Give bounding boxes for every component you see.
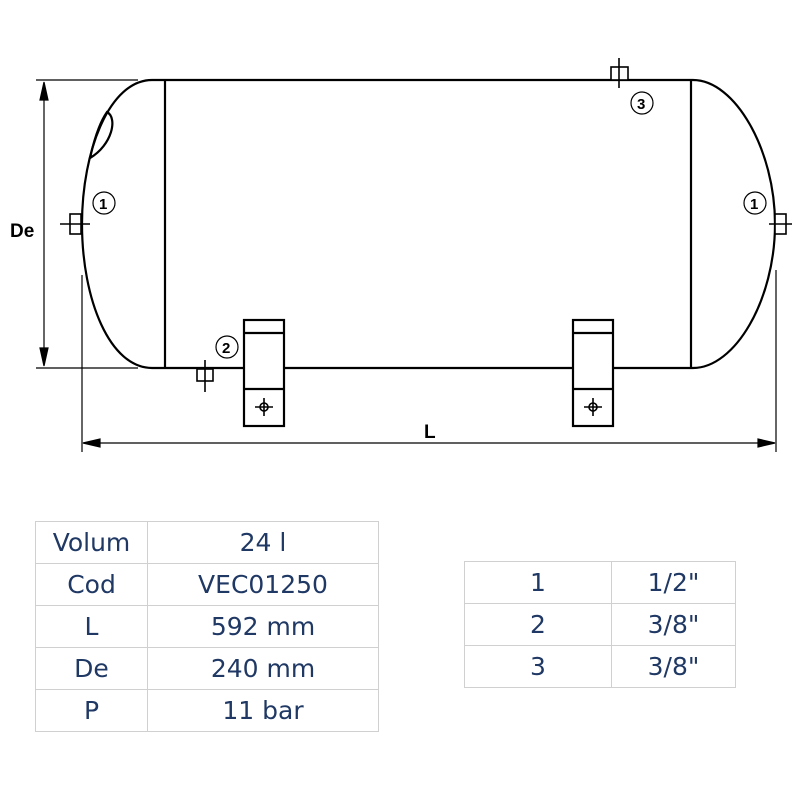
svg-text:3: 3: [637, 96, 645, 113]
spec-value: 240 mm: [147, 647, 379, 690]
table-row: 1 1/2": [464, 561, 736, 604]
diameter-dimension: [36, 79, 138, 369]
connection-id: 2: [464, 603, 612, 646]
support-left: [242, 318, 286, 428]
connection-3: [610, 58, 629, 88]
support-right: [571, 318, 615, 428]
spec-value: 24 l: [147, 521, 379, 564]
svg-text:1: 1: [750, 196, 758, 213]
spec-value: 11 bar: [147, 689, 379, 732]
tank-outline: [80, 78, 777, 370]
spec-value: 592 mm: [147, 605, 379, 648]
connection-id: 1: [464, 561, 612, 604]
connections-table: 1 1/2" 2 3/8" 3 3/8": [464, 561, 736, 688]
connection-id: 3: [464, 645, 612, 688]
svg-text:1: 1: [99, 196, 107, 213]
svg-text:2: 2: [222, 340, 230, 357]
table-row: P 11 bar: [35, 689, 379, 732]
connection-2: [196, 360, 214, 392]
spec-label: P: [35, 689, 148, 732]
connection-1-right: [769, 213, 792, 235]
table-row: Cod VEC01250: [35, 563, 379, 606]
diameter-label: De: [10, 221, 34, 242]
callout-3: 3: [630, 91, 654, 115]
table-row: 3 3/8": [464, 645, 736, 688]
connection-size: 3/8": [611, 603, 736, 646]
callout-1-right: 1: [743, 191, 767, 215]
connection-1-left: [60, 213, 90, 235]
spec-label: L: [35, 605, 148, 648]
spec-label: Cod: [35, 563, 148, 606]
table-row: Volum 24 l: [35, 521, 379, 564]
length-label: L: [424, 422, 436, 443]
connection-size: 1/2": [611, 561, 736, 604]
tank-technical-drawing: De L 1 1 2 3: [10, 58, 792, 452]
table-row: 2 3/8": [464, 603, 736, 646]
callout-2: 2: [215, 335, 239, 359]
spec-label: Volum: [35, 521, 148, 564]
connection-size: 3/8": [611, 645, 736, 688]
length-dimension: [81, 270, 777, 452]
inspection-opening: [88, 110, 114, 161]
spec-value: VEC01250: [147, 563, 379, 606]
table-row: L 592 mm: [35, 605, 379, 648]
table-row: De 240 mm: [35, 647, 379, 690]
specs-table: Volum 24 l Cod VEC01250 L 592 mm De 240 …: [35, 521, 379, 732]
spec-label: De: [35, 647, 148, 690]
callout-1-left: 1: [92, 191, 116, 215]
